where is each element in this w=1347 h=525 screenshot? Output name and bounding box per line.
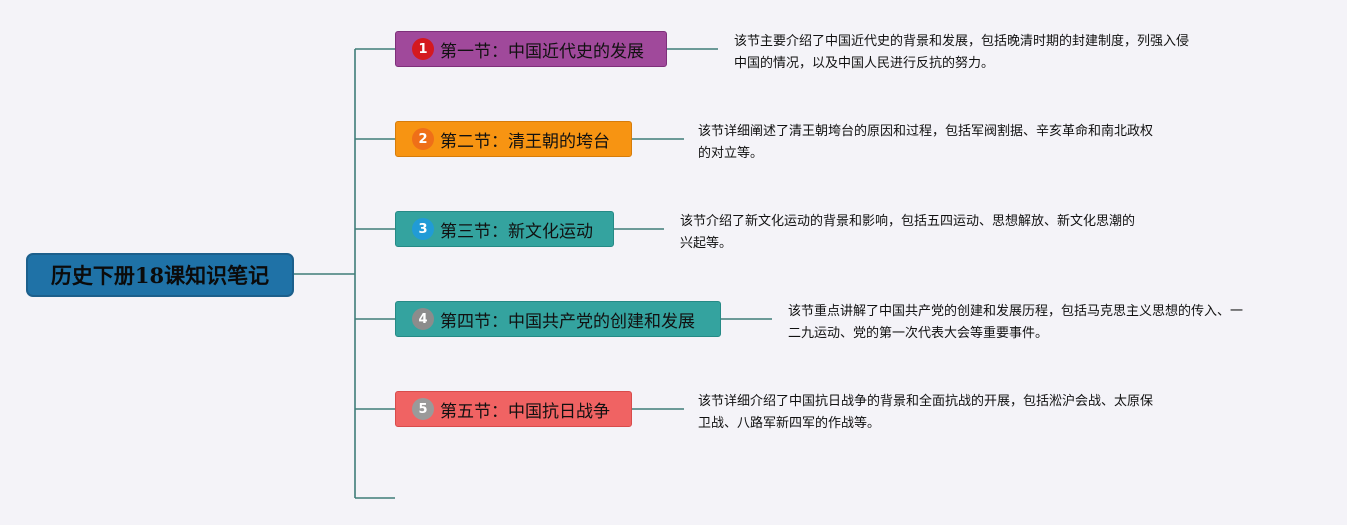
topic-1-label: 第一节：中国近代史的发展 — [440, 41, 644, 62]
number-badge-4: 4 — [412, 308, 434, 330]
topic-5[interactable]: 5 第五节：中国抗日战争 — [395, 391, 632, 427]
central-topic[interactable]: 历史下册18课知识笔记 — [26, 253, 294, 297]
topic-3-label: 第三节：新文化运动 — [440, 221, 593, 242]
description-line: 该节重点讲解了中国共产党的创建和发展历程，包括马克思主义思想的传入、一 — [788, 304, 1244, 319]
topic-3[interactable]: 3 第三节：新文化运动 — [395, 211, 614, 247]
description-line: 兴起等。 — [680, 236, 733, 251]
topic-4-label: 第四节：中国共产党的创建和发展 — [440, 311, 695, 332]
topic-4[interactable]: 4 第四节：中国共产党的创建和发展 — [395, 301, 721, 337]
topic-2-label: 第二节：清王朝的垮台 — [440, 131, 610, 152]
description-line: 中国的情况，以及中国人民进行反抗的努力。 — [734, 56, 995, 71]
topic-5-label: 第五节：中国抗日战争 — [440, 401, 610, 422]
topic-1-description: 该节主要介绍了中国近代史的背景和发展，包括晚清时期的封建制度，列强入侵 中国的情… — [734, 31, 1189, 75]
topic-5-description: 该节详细介绍了中国抗日战争的背景和全面抗战的开展，包括淞沪会战、太原保 卫战、八… — [698, 391, 1153, 435]
description-line: 二九运动、党的第一次代表大会等重要事件。 — [788, 326, 1049, 341]
description-line: 的对立等。 — [698, 146, 764, 161]
description-line: 卫战、八路军新四军的作战等。 — [698, 416, 881, 431]
topic-2-description: 该节详细阐述了清王朝垮台的原因和过程，包括军阀割据、辛亥革命和南北政权 的对立等… — [698, 121, 1153, 165]
description-line: 该节详细介绍了中国抗日战争的背景和全面抗战的开展，包括淞沪会战、太原保 — [698, 394, 1154, 409]
description-line: 该节详细阐述了清王朝垮台的原因和过程，包括军阀割据、辛亥革命和南北政权 — [698, 124, 1154, 139]
central-topic-label: 历史下册18课知识笔记 — [50, 263, 270, 288]
number-badge-2: 2 — [412, 128, 434, 150]
topic-1[interactable]: 1 第一节：中国近代史的发展 — [395, 31, 667, 67]
topic-4-description: 该节重点讲解了中国共产党的创建和发展历程，包括马克思主义思想的传入、一 二九运动… — [788, 301, 1243, 345]
description-line: 该节介绍了新文化运动的背景和影响，包括五四运动、思想解放、新文化思潮的 — [680, 214, 1136, 229]
number-badge-5: 5 — [412, 398, 434, 420]
topic-3-description: 该节介绍了新文化运动的背景和影响，包括五四运动、思想解放、新文化思潮的 兴起等。 — [680, 211, 1135, 255]
number-badge-1: 1 — [412, 38, 434, 60]
description-line: 该节主要介绍了中国近代史的背景和发展，包括晚清时期的封建制度，列强入侵 — [734, 34, 1190, 49]
topic-2[interactable]: 2 第二节：清王朝的垮台 — [395, 121, 632, 157]
number-badge-3: 3 — [412, 218, 434, 240]
